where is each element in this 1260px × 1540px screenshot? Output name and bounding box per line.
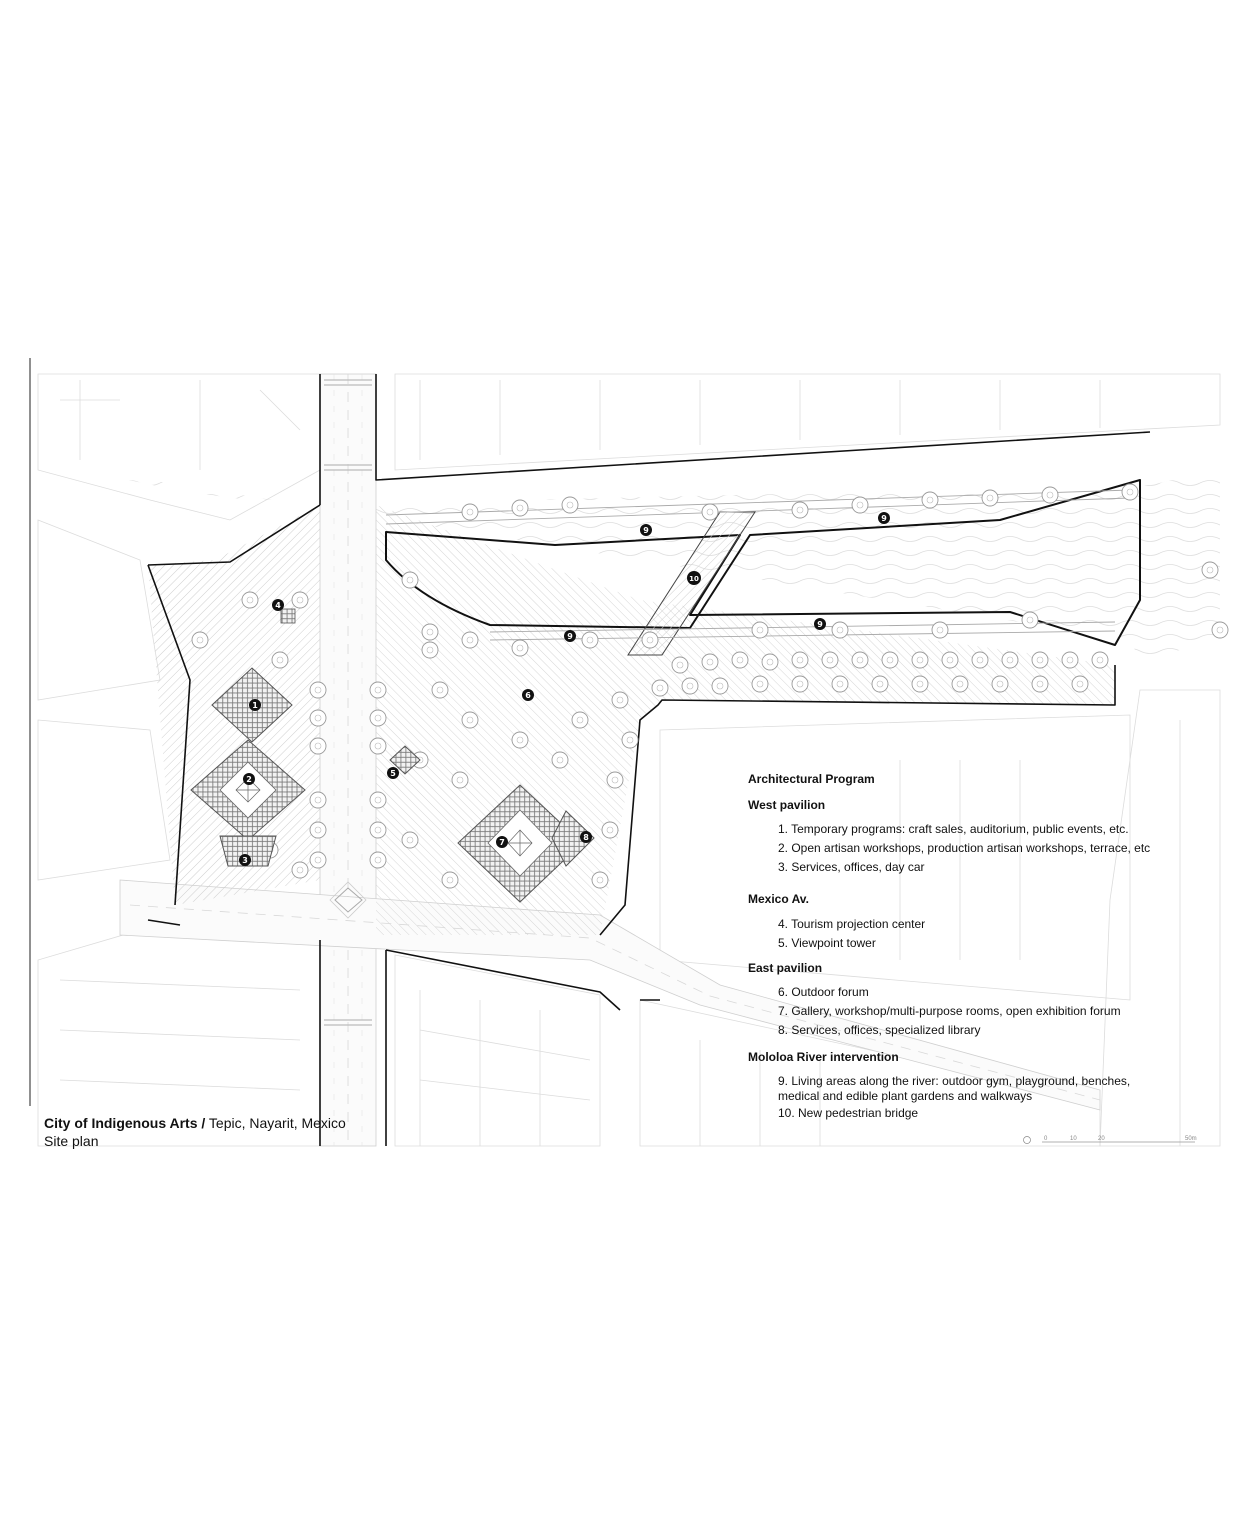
scale-bar: 0 10 20 50m [1023,1136,1197,1144]
marker-9c: 9 [564,630,576,642]
caption-title-line: City of Indigenous Arts / Tepic, Nayarit… [44,1114,346,1132]
site-boundary [147,374,1151,1146]
marker-number: 9 [881,514,887,523]
legend-group-east-pavilion: East pavilion [748,961,823,975]
marker-3: 3 [239,854,251,866]
legend-item: 3. Services, offices, day car [778,860,925,874]
legend-item: 2. Open artisan workshops, production ar… [778,841,1151,855]
caption-location: Tepic, Nayarit, Mexico [205,1115,346,1131]
legend-item: 5. Viewpoint tower [778,936,876,950]
legend-item: 1. Temporary programs: craft sales, audi… [778,822,1129,836]
scale-tick-10: 10 [1070,1136,1077,1142]
marker-number: 6 [525,691,531,700]
legend-item: 10. New pedestrian bridge [778,1106,919,1120]
marker-9a: 9 [640,524,652,536]
building-east-7 [457,784,583,903]
legend-group-mololoa-river: Mololoa River intervention [748,1050,899,1064]
building-east-8 [551,810,595,867]
marker-2: 2 [243,773,255,785]
marker-number: 7 [499,838,505,847]
scale-tick-50: 50m [1185,1136,1197,1142]
marker-number: 4 [275,601,281,610]
marker-9d: 9 [814,618,826,630]
building-west-3 [219,835,277,867]
marker-number: 5 [390,769,396,778]
marker-number: 8 [583,833,589,842]
south-avenue [119,879,1101,1111]
caption-title: City of Indigenous Arts / [44,1115,206,1131]
building-mexico-5 [389,745,421,775]
marker-number: 9 [643,526,649,535]
marker-6: 6 [522,689,534,701]
legend-item: 8. Services, offices, specialized librar… [778,1023,981,1037]
mexico-avenue [319,373,377,1147]
marker-1: 1 [249,699,261,711]
marker-number: 1 [252,701,258,710]
marker-10: 10 [687,571,701,585]
marker-number: 9 [567,632,573,641]
building-west-2 [190,739,306,841]
caption-subtitle: Site plan [44,1133,99,1149]
legend-item: 6. Outdoor forum [778,985,869,999]
marker-number: 9 [817,620,823,629]
marker-4: 4 [272,599,284,611]
marker-number: 2 [246,775,252,784]
marker-number: 10 [689,575,699,583]
marker-5: 5 [387,767,399,779]
legend-heading: Architectural Program [748,772,875,786]
legend-item: 9. Living areas along the river: outdoor… [778,1074,1131,1103]
marker-8: 8 [580,831,592,843]
scale-tick-0: 0 [1044,1136,1048,1142]
legend-group-west-pavilion: West pavilion [748,798,826,812]
legend-item: 7. Gallery, workshop/multi-purpose rooms… [778,1004,1121,1018]
river [88,470,1220,660]
marker-number: 3 [242,856,248,865]
building-mexico-4 [280,608,296,624]
caption: City of Indigenous Arts / Tepic, Nayarit… [44,1114,346,1150]
marker-7: 7 [496,836,508,848]
scale-tick-20: 20 [1098,1136,1105,1142]
legend-group-mexico-av: Mexico Av. [748,892,809,906]
marker-9b: 9 [878,512,890,524]
legend-item: 4. Tourism projection center [778,917,926,931]
